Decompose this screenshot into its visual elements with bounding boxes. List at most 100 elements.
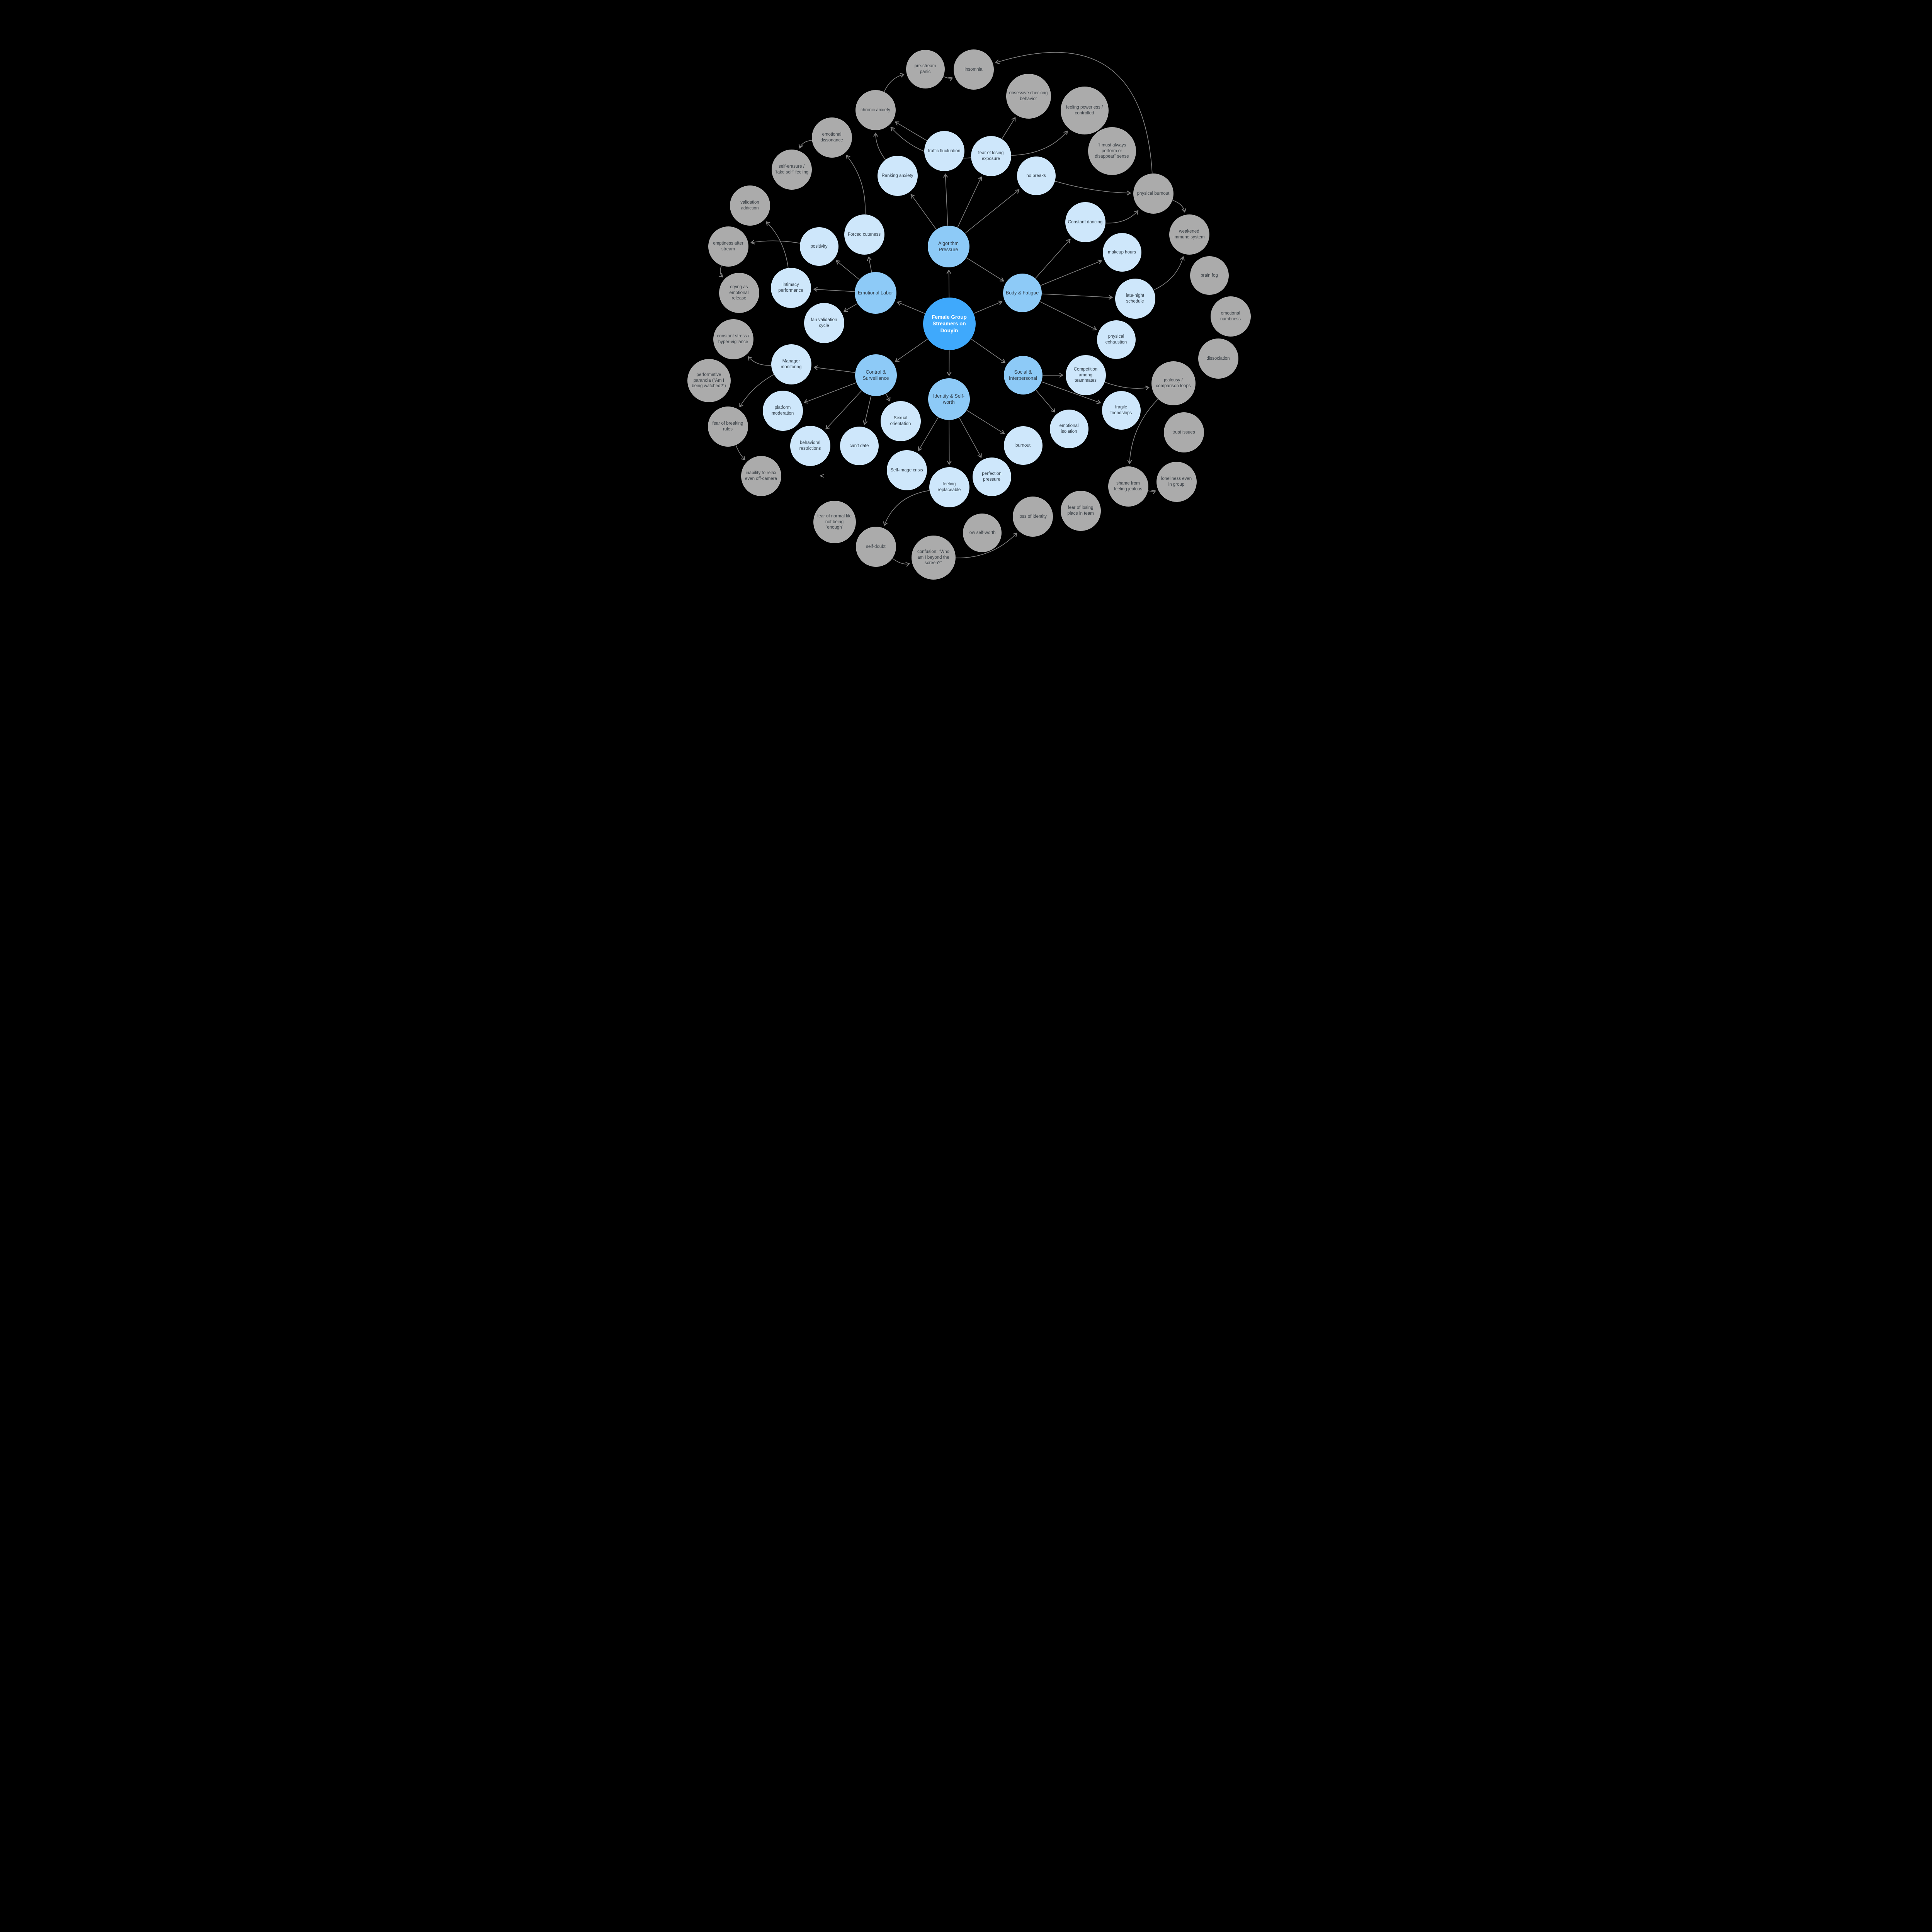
mindmap-canvas: Female Group Streamers on Douyin Algorith… — [667, 0, 1265, 592]
node-obsessive-checking[interactable]: obsessive checking behavior — [1006, 74, 1051, 119]
edge-physical-burnout-to-weakened-immune — [1172, 200, 1186, 213]
node-loss-of-identity[interactable]: loss of identity — [1012, 497, 1053, 537]
node-control-surveillance[interactable]: Control & Surveillance — [855, 354, 897, 396]
edge-positivity-to-emptiness-after-stream — [750, 240, 800, 245]
node-constant-stress[interactable]: constant stress / hyper-vigilance — [713, 319, 753, 359]
node-brain-fog[interactable]: brain fog — [1190, 256, 1229, 295]
edge-traffic-fluctuation-to-chronic-anxiety — [895, 121, 927, 141]
node-ranking-anxiety[interactable]: Ranking anxiety — [877, 156, 918, 196]
node-emptiness-after-stream[interactable]: emptiness after stream — [708, 226, 748, 267]
edge-social-interpersonal-to-fragile-friendships — [1041, 381, 1101, 404]
node-perfection-pressure[interactable]: perfection pressure — [972, 457, 1011, 496]
edge-control-surveillance-to-behavioral-restrictions — [825, 390, 862, 430]
node-emotional-dissonance[interactable]: emotional dissonance — [811, 117, 852, 158]
edge-pre-stream-panic-to-insomnia — [943, 76, 953, 82]
node-emotional-numbness[interactable]: emotional numbness — [1210, 296, 1251, 337]
edge-algorithm-pressure-to-body-fatigue — [966, 257, 1004, 282]
node-late-night-schedule[interactable]: late-night schedule — [1115, 279, 1155, 319]
edge-social-interpersonal-to-emotional-isolation — [1035, 389, 1055, 413]
edge-body-fatigue-to-makeup-hours — [1040, 260, 1102, 286]
edge-fear-losing-exposure-to-obsessive-checking — [1001, 117, 1015, 139]
node-forced-cuteness[interactable]: Forced cuteness — [844, 214, 884, 255]
edge-emotional-dissonance-to-self-erasure — [798, 140, 812, 149]
edge-hub-to-emotional-labor — [897, 301, 925, 314]
node-algorithm-pressure[interactable]: Algorithm Pressure — [927, 226, 969, 267]
node-fragile-friendships[interactable]: fragile friendships — [1102, 391, 1141, 430]
node-makeup-hours[interactable]: makeup hours — [1102, 233, 1141, 272]
edge-emptiness-after-stream-to-crying-release — [718, 265, 723, 277]
node-competition-teammates[interactable]: Competition among teammates — [1065, 355, 1106, 395]
edge-intimacy-performance-to-validation-addiction — [765, 221, 789, 268]
node-constant-dancing[interactable]: Constant dancing — [1065, 202, 1105, 242]
node-confusion-who[interactable]: confusion: “Who am I beyond the screen?” — [911, 536, 956, 580]
node-insomnia[interactable]: insomnia — [953, 49, 994, 90]
node-validation-addiction[interactable]: validation addiction — [730, 185, 770, 226]
node-fear-breaking-rules[interactable]: fear of breaking rules — [707, 406, 748, 447]
node-fear-losing-exposure[interactable]: fear of losing exposure — [971, 136, 1011, 176]
node-fear-normal-life[interactable]: fear of normal life not being “enough” — [813, 501, 856, 543]
edge-forced-cuteness-to-emotional-dissonance — [845, 155, 866, 214]
node-burnout[interactable]: burnout — [1003, 426, 1043, 465]
edge-body-fatigue-to-late-night-schedule — [1041, 293, 1113, 300]
node-positivity[interactable]: positivity — [799, 227, 838, 266]
node-physical-burnout[interactable]: physical burnout — [1133, 173, 1173, 214]
node-self-erasure[interactable]: self-erasure / “fake self” feeling — [771, 150, 812, 190]
edge-self-doubt-to-confusion-who — [892, 558, 910, 567]
node-intimacy-performance[interactable]: intimacy performance — [770, 268, 811, 308]
node-platform-moderation[interactable]: platform moderation — [762, 391, 803, 431]
edge-control-surveillance-to-platform-moderation — [804, 382, 856, 404]
node-emotional-isolation[interactable]: emotional isolation — [1049, 410, 1088, 448]
stray-chevron-icon: < — [820, 472, 824, 480]
node-sexual-orientation[interactable]: Sexual orientation — [880, 401, 921, 441]
node-feeling-powerless[interactable]: feeling powerless / controlled — [1060, 87, 1109, 134]
edge-identity-selfworth-to-self-image-crisis — [918, 417, 939, 451]
node-crying-release[interactable]: crying as emotional release — [719, 273, 759, 313]
edge-jealousy-loops-to-shame-jealous — [1127, 399, 1158, 464]
edge-chronic-anxiety-to-pre-stream-panic — [884, 73, 904, 92]
node-traffic-fluctuation[interactable]: traffic fluctuation — [924, 131, 964, 171]
node-no-breaks[interactable]: no breaks — [1017, 156, 1056, 195]
node-hub[interactable]: Female Group Streamers on Douyin — [923, 298, 976, 350]
edge-control-surveillance-to-sexual-orientation — [885, 393, 890, 401]
node-fear-losing-place[interactable]: fear of losing place in team — [1060, 491, 1101, 531]
edge-body-fatigue-to-physical-exhaustion — [1039, 301, 1097, 331]
edge-identity-selfworth-to-burnout — [966, 410, 1005, 434]
node-self-image-crisis[interactable]: Self-image crisis — [886, 450, 927, 490]
node-must-perform-sense[interactable]: “I must always perform or disappear” sen… — [1088, 127, 1136, 175]
edge-competition-teammates-to-jealousy-loops — [1104, 382, 1150, 390]
node-behavioral-restrictions[interactable]: behavioral restrictions — [790, 426, 830, 466]
edge-no-breaks-to-physical-burnout — [1054, 181, 1131, 196]
node-jealousy-loops[interactable]: jealousy / comparison loops — [1151, 361, 1196, 405]
node-shame-jealous[interactable]: shame from feeling jealous — [1108, 466, 1148, 507]
node-social-interpersonal[interactable]: Social & Interpersonal — [1003, 356, 1043, 395]
node-low-self-worth[interactable]: low self-worth — [963, 514, 1002, 552]
node-chronic-anxiety[interactable]: chronic anxiety — [855, 90, 896, 130]
node-identity-selfworth[interactable]: Identity & Self-worth — [928, 378, 970, 420]
edge-hub-to-body-fatigue — [973, 300, 1002, 314]
node-loneliness-group[interactable]: loneliness even in group — [1156, 462, 1197, 502]
node-fan-validation-cycle[interactable]: fan validation cycle — [804, 303, 844, 343]
node-emotional-labor[interactable]: Emotional Labor — [854, 272, 896, 314]
edge-emotional-labor-to-intimacy-performance — [813, 287, 855, 292]
node-manager-monitoring[interactable]: Manager monitoring — [771, 344, 811, 384]
node-cant-date[interactable]: can’t date — [840, 427, 879, 465]
edge-algorithm-pressure-to-ranking-anxiety — [910, 194, 937, 230]
node-self-doubt[interactable]: self-doubt — [855, 527, 896, 567]
node-pre-stream-panic[interactable]: pre-stream panic — [906, 50, 945, 88]
node-performative-paranoia[interactable]: performative paranoia (“Am I being watch… — [687, 359, 731, 402]
node-feeling-replaceable[interactable]: feeling replaceable — [929, 467, 969, 507]
edge-late-night-schedule-to-weakened-immune — [1153, 256, 1185, 291]
node-inability-relax[interactable]: inability to relax even off-camera — [741, 456, 781, 496]
node-dissociation[interactable]: dissociation — [1198, 338, 1238, 379]
node-weakened-immune[interactable]: weakened immune system — [1169, 214, 1209, 255]
edge-ranking-anxiety-to-chronic-anxiety — [873, 133, 886, 160]
node-body-fatigue[interactable]: Body & Fatigue — [1003, 274, 1042, 312]
node-physical-exhaustion[interactable]: physical exhaustion — [1097, 320, 1136, 359]
node-trust-issues[interactable]: trust issues — [1163, 412, 1204, 452]
edge-control-surveillance-to-manager-monitoring — [813, 365, 855, 373]
edge-constant-dancing-to-physical-burnout — [1105, 210, 1138, 224]
edge-algorithm-pressure-to-traffic-fluctuation — [943, 173, 948, 226]
nodes-layer: Female Group Streamers on Douyin Algorith… — [667, 0, 1265, 592]
edge-algorithm-pressure-to-fear-losing-exposure — [957, 176, 982, 228]
edge-emotional-labor-to-positivity — [835, 260, 859, 280]
